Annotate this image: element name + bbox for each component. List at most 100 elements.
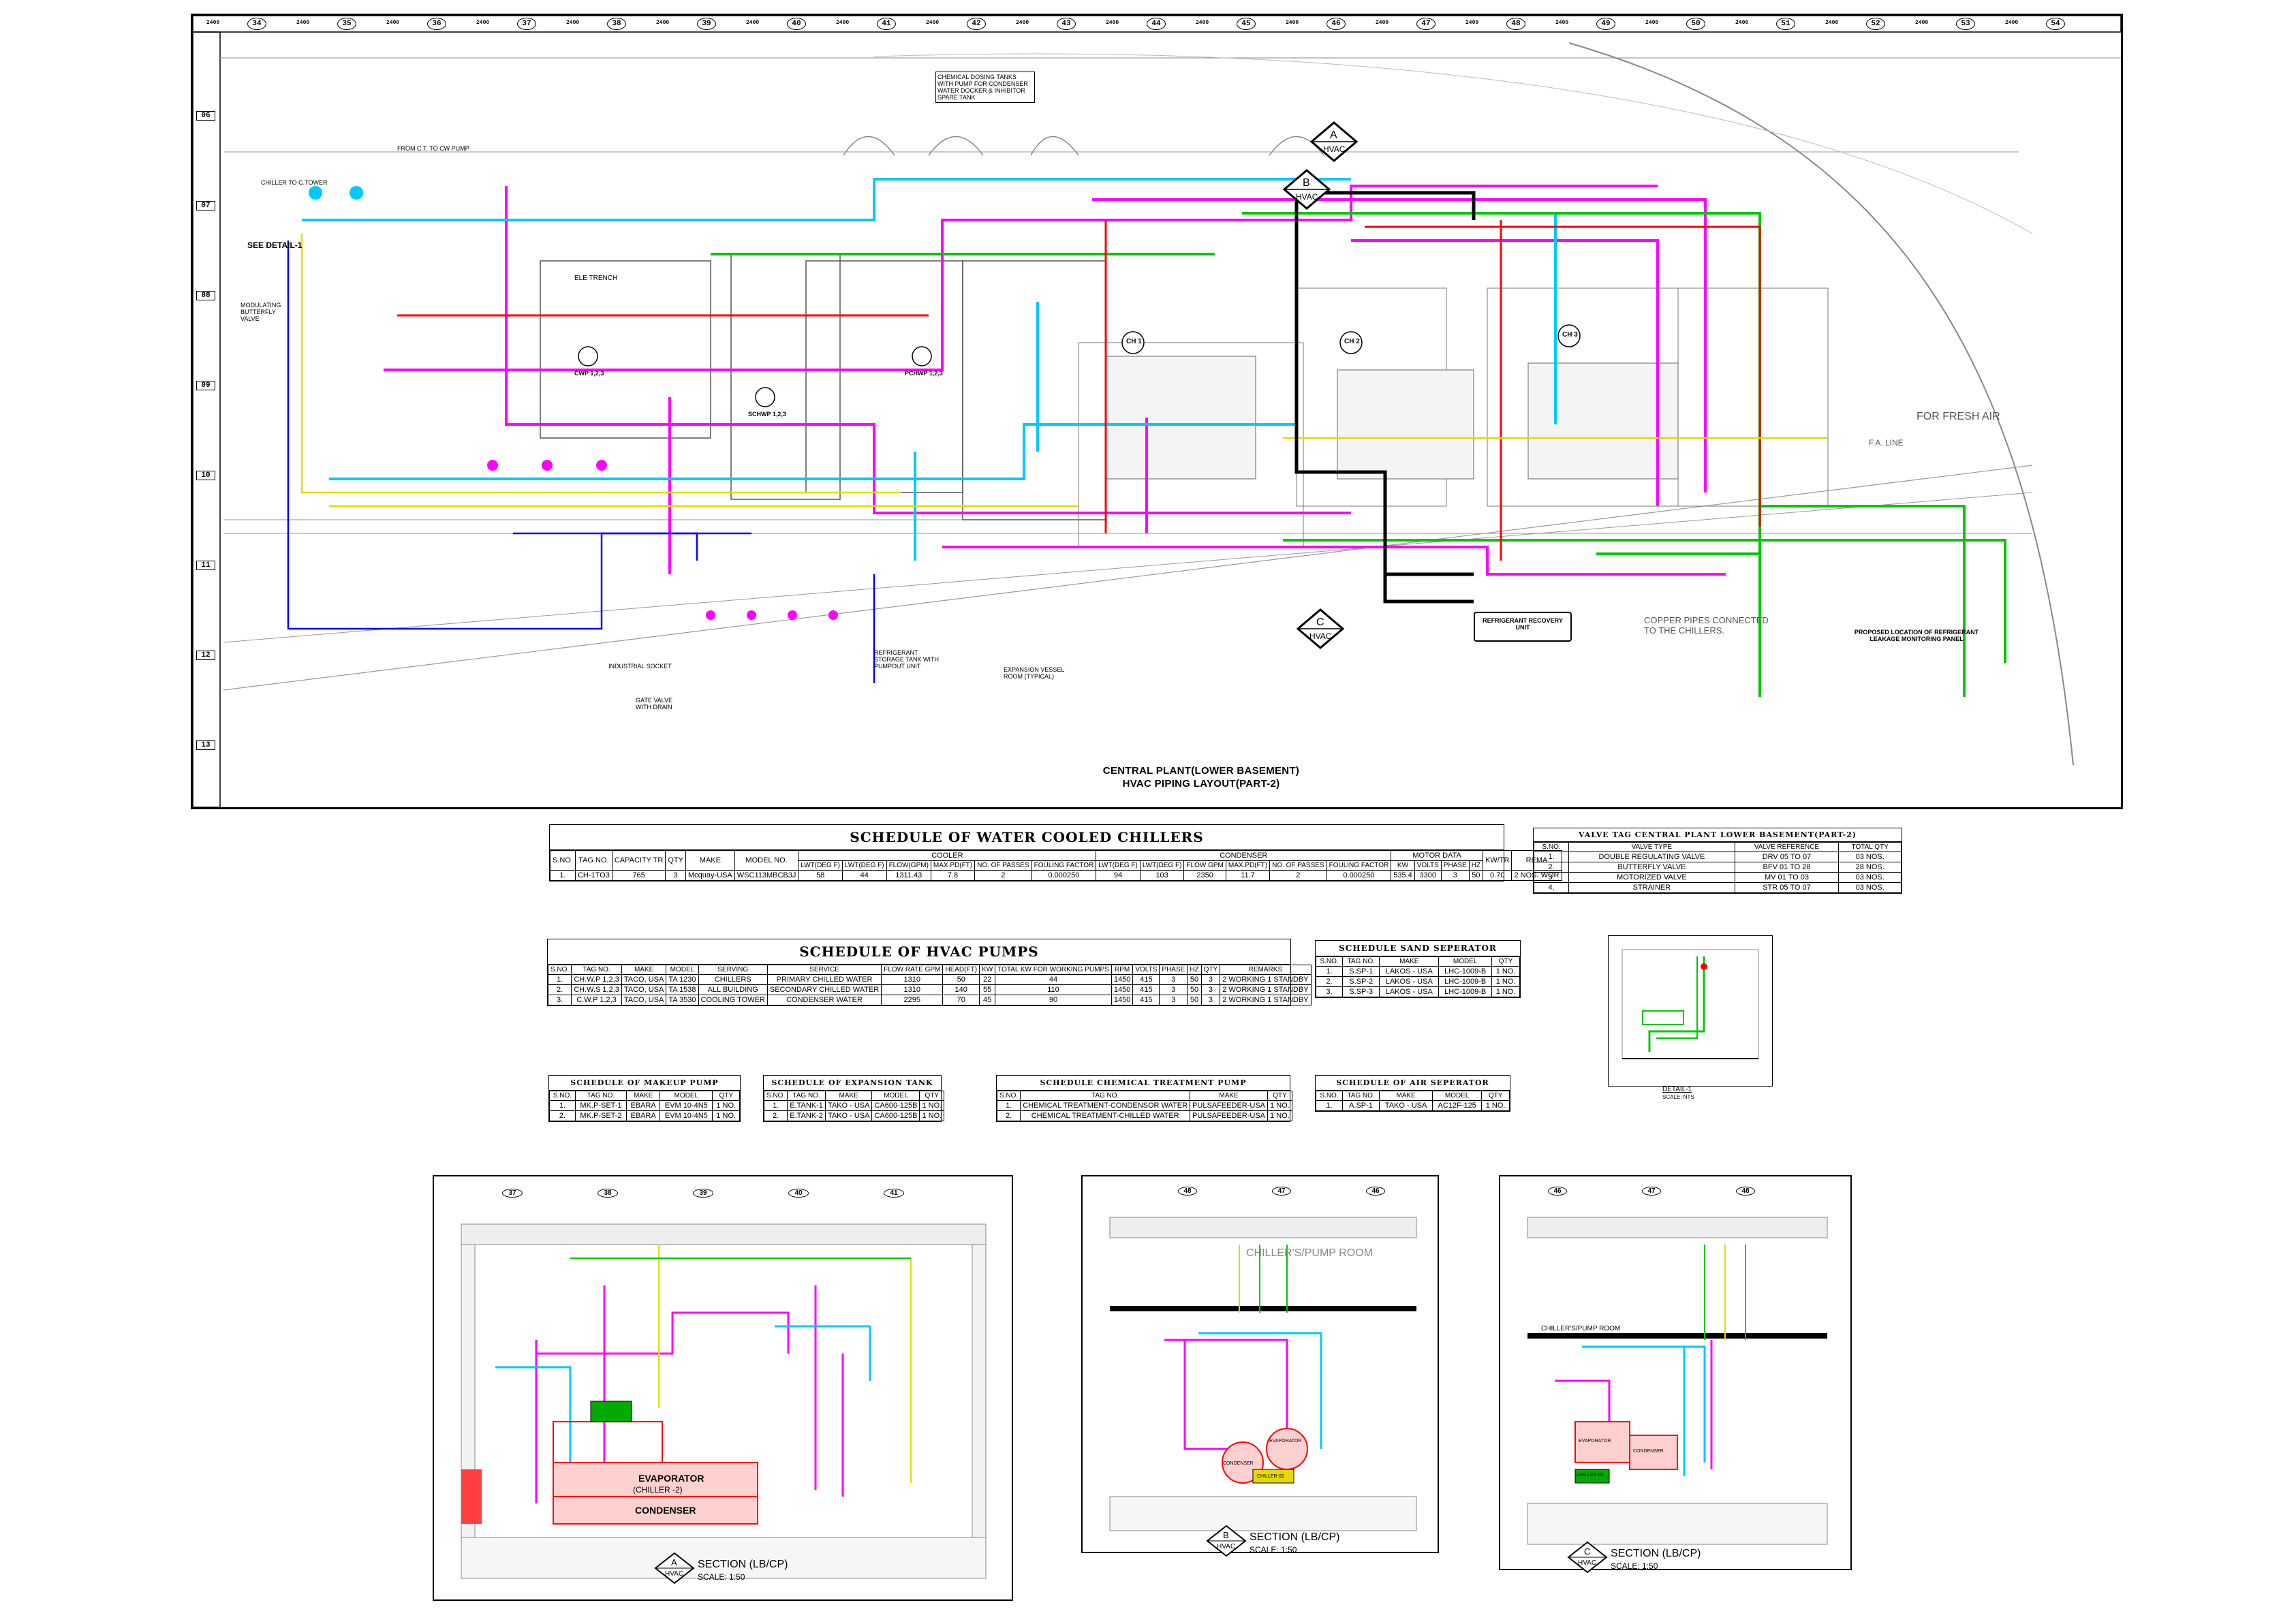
- column-header: FOULING FACTOR: [1326, 860, 1392, 871]
- table-cell: 1.: [549, 1100, 576, 1111]
- sand-schedule: SCHEDULE SAND SEPERATOR S.NO.TAG NO.MAKE…: [1315, 940, 1521, 998]
- column-header: MAKE: [1379, 956, 1440, 967]
- table-cell: CHILLERS: [698, 974, 768, 985]
- grid-dimension: 2400: [296, 20, 310, 26]
- column-header: SERVING: [698, 965, 768, 975]
- section-b-evaporator: EVAPORATOR: [1269, 1439, 1302, 1443]
- grid-label: 11: [196, 561, 215, 570]
- section-a-marker[interactable]: A HVAC: [654, 1552, 695, 1588]
- table-cell: 1.: [763, 1100, 788, 1111]
- column-header: TOTAL QTY: [1838, 842, 1902, 852]
- column-header: TAG NO.: [1020, 1091, 1191, 1101]
- table-cell: 1 NO.: [1267, 1110, 1292, 1121]
- table-cell: LHC-1009-B: [1438, 986, 1493, 997]
- refrigerant-unit-label: REFRIGERANT RECOVERY UNIT: [1483, 617, 1563, 631]
- column-header: MAKE: [1190, 1091, 1269, 1101]
- table-cell: CH.W.P 1,2,3: [571, 974, 622, 985]
- table-cell: TACO, USA: [621, 995, 667, 1005]
- chiller-schedule-title: SCHEDULE OF WATER COOLED CHILLERS: [550, 825, 1504, 850]
- air-schedule: SCHEDULE OF AIR SEPERATOR S.NO.TAG NO.MA…: [1315, 1075, 1510, 1112]
- table-cell: MK.P-SET-2: [574, 1110, 627, 1121]
- table-cell: 2350: [1183, 870, 1226, 881]
- table-cell: 0.000250: [1326, 870, 1392, 881]
- column-header: FLOW(GPM): [886, 860, 931, 871]
- table-cell: 03 NOS.: [1838, 852, 1902, 862]
- see-detail-note: SEE DETAIL-1: [247, 240, 302, 250]
- table-cell: 535.4: [1391, 870, 1415, 881]
- grid-label: 47: [1642, 1187, 1661, 1196]
- table-cell: E.TANK-1: [787, 1100, 826, 1111]
- column-header: VOLTS: [1132, 965, 1160, 975]
- table-cell: MK.P-SET-1: [574, 1100, 627, 1111]
- table-cell: Mcquay-USA: [685, 870, 735, 881]
- valve-schedule: VALVE TAG CENTRAL PLANT LOWER BASEMENT(P…: [1533, 828, 1902, 894]
- column-header: FLOW GPM: [1183, 860, 1226, 871]
- table-cell: 7.8: [930, 870, 976, 881]
- detail-1-scale: SCALE: NTS: [1662, 1094, 1694, 1100]
- chiller-sub-headers: LWT(DEG F)LWT(DEG F)FLOW(GPM)MAX.PD(FT)N…: [550, 860, 1562, 871]
- table-cell: 2.: [1315, 976, 1344, 987]
- column-header: MODEL: [666, 965, 699, 975]
- chiller-2-label: CH 2: [1344, 338, 1360, 345]
- table-cell: 45: [979, 995, 996, 1005]
- condenser-group: CONDENSER: [1096, 850, 1392, 861]
- section-marker-a[interactable]: A HVAC: [1309, 121, 1359, 166]
- column-header: VALVE REFERENCE: [1734, 842, 1840, 852]
- table-cell: 1.: [996, 1100, 1021, 1111]
- motor-group: MOTOR DATA: [1391, 850, 1484, 861]
- column-header: TAG NO.: [574, 1091, 627, 1101]
- table-cell: 50: [942, 974, 980, 985]
- table-cell: 3300: [1414, 870, 1442, 881]
- column-header: NO. OF PASSES: [1269, 860, 1327, 871]
- th: CAPACITY TR: [611, 850, 666, 871]
- cwp-label: CWP 1,2,3: [574, 370, 604, 377]
- column-header: MAKE: [621, 965, 667, 975]
- column-header: TAG NO.: [787, 1091, 826, 1101]
- th: TAG NO.: [574, 850, 612, 871]
- section-c-marker[interactable]: C HVAC: [1567, 1541, 1608, 1577]
- table-cell: 94: [1096, 870, 1141, 881]
- table-cell: S.SP-2: [1342, 976, 1380, 987]
- section-b-marker[interactable]: B HVAC: [1206, 1525, 1247, 1561]
- chemical-dosing-note: CHEMICAL DOSING TANKS WITH PUMP FOR COND…: [935, 72, 1035, 103]
- table-cell: C.W.P 1,2,3: [571, 995, 622, 1005]
- table-cell: 1 NO.: [1481, 1100, 1510, 1111]
- section-c-chiller: CHILLER-02: [1577, 1473, 1604, 1478]
- table-cell: STR 05 TO 07: [1734, 882, 1840, 893]
- column-header: TAG NO.: [571, 965, 622, 975]
- grid-dimension: 2400: [1286, 20, 1299, 26]
- grid-label: 46: [1366, 1187, 1385, 1196]
- section-marker-b-letter: B: [1303, 177, 1310, 189]
- table-cell: EVM 10-4N5: [660, 1100, 713, 1111]
- chemical-schedule-title: SCHEDULE CHEMICAL TREATMENT PUMP: [997, 1076, 1290, 1091]
- column-header: QTY: [919, 1091, 945, 1101]
- table-cell: 55: [979, 984, 996, 995]
- chiller-tower-note: CHILLER TO C.TOWER: [261, 179, 328, 186]
- column-header: VOLTS: [1414, 860, 1442, 871]
- table-cell: 50: [1187, 995, 1202, 1005]
- table-cell: COOLING TOWER: [698, 995, 768, 1005]
- chiller-schedule: SCHEDULE OF WATER COOLED CHILLERS S.NO. …: [549, 824, 1562, 881]
- plan-title-line1: CENTRAL PLANT(LOWER BASEMENT): [1102, 765, 1300, 777]
- column-header: FLOW RATE GPM: [881, 965, 944, 975]
- leakage-panel-note: PROPOSED LOCATION OF REFRIGERANT LEAKAGE…: [1854, 629, 1979, 642]
- pumps-schedule-title: SCHEDULE OF HVAC PUMPS: [548, 939, 1290, 965]
- column-header: S.NO.: [1315, 1091, 1344, 1101]
- grid-label: 35: [337, 18, 356, 30]
- grid-label: 37: [517, 18, 536, 30]
- table-cell: WSC113MBCB3J: [734, 870, 799, 881]
- column-header: KW: [979, 965, 996, 975]
- section-marker-b[interactable]: B HVAC: [1282, 169, 1331, 213]
- section-marker-c[interactable]: C HVAC: [1296, 608, 1345, 653]
- section-marker-b-sheet: HVAC: [1296, 192, 1318, 202]
- section-b-box: CHILLER'S/PUMP ROOM EVAPORATOR CONDENSER…: [1081, 1175, 1439, 1553]
- column-header: MAKE: [824, 1091, 873, 1101]
- column-header: TAG NO.: [1342, 1091, 1380, 1101]
